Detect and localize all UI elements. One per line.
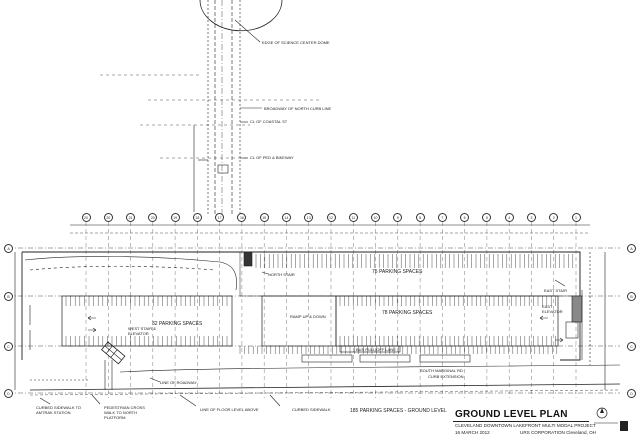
column-grid-bubble: 17 xyxy=(215,213,225,222)
column-grid-bubble: 19 xyxy=(170,213,180,222)
column-grid-bubble: 4 xyxy=(504,213,514,222)
column-grid-bubble: 14 xyxy=(281,213,291,222)
curbed-sidewalk-station-label: CURBED SIDEWALK TO AMTRAK STATION xyxy=(36,405,82,415)
column-grid-bubble: 20 xyxy=(103,213,113,222)
row-grid-bubble: B xyxy=(627,291,636,301)
parking-middle-label: 78 PARKING SPACES xyxy=(382,310,433,316)
row-grid-bubble: A xyxy=(4,243,13,253)
east-elevator-label: EAST ELEVATOR xyxy=(542,304,563,314)
north-stair-label: NORTH STAIR xyxy=(268,272,295,277)
north-curb-label: BROADWAY OF NORTH CURB LINE xyxy=(264,106,332,111)
firm-name: URS CORPORATION Cleveland, OH xyxy=(520,430,596,435)
column-grid-bubble: 20 xyxy=(81,213,91,222)
parking-left-label: 32 PARKING SPACES xyxy=(152,321,203,327)
dome-edge-label: EDGE OF SCIENCE CENTER DOME xyxy=(262,40,330,45)
column-grid-bubble: 6 xyxy=(460,213,470,222)
row-grid-bubble: C xyxy=(627,341,636,351)
drawing-date: 16 MARCH 2012 xyxy=(455,430,490,435)
column-grid-bubble: 16 xyxy=(237,213,247,222)
building-outline xyxy=(21,251,581,361)
column-grid-bubble: 7 xyxy=(437,213,447,222)
column-grid-bubble: 8 xyxy=(415,213,425,222)
row-grid-bubble: B xyxy=(4,291,13,301)
column-grid-bubble: 20 xyxy=(148,213,158,222)
row-grid-bubble: D xyxy=(627,388,636,398)
row-grid-bubble: D xyxy=(4,388,13,398)
column-grid-bubble: 1 xyxy=(571,213,581,222)
row-grid-bubble: A xyxy=(627,243,636,253)
curb-extension-label: CURB EXTENSION xyxy=(428,374,464,379)
west-stair-label: WEST STAIR & ELEVATOR xyxy=(128,326,156,336)
column-grid-bubble: 2 xyxy=(549,213,559,222)
parking-top-label: 75 PARKING SPACES xyxy=(372,269,423,275)
cl-ped-label: CL OF PED & BIKEWAY xyxy=(250,155,294,160)
south-marginal-label: SOUTH MARGINAL RD xyxy=(420,368,463,373)
column-grid-bubble: 9 xyxy=(393,213,403,222)
east-stair-label: EAST STAIR xyxy=(544,288,567,293)
column-grid-bubble: 18 xyxy=(192,213,202,222)
parking-total-label: 185 PARKING SPACES - GROUND LEVEL xyxy=(350,408,447,414)
project-subtitle: CLEVELAND DOWNTOWN LAKEFRONT MULTI MODAL… xyxy=(455,423,596,428)
bus-lane-label: BUS PULL OFF LANE xyxy=(356,347,396,352)
column-grid-bubble: 3 xyxy=(526,213,536,222)
title-underline xyxy=(453,421,589,422)
north-arrow-icon xyxy=(594,407,628,431)
ramp-label: RAMP UP & DOWN xyxy=(290,314,326,319)
column-grid-bubble: 15 xyxy=(259,213,269,222)
drawing-title: GROUND LEVEL PLAN xyxy=(455,409,568,420)
cl-street-label: CL OF COASTAL ST xyxy=(250,119,288,124)
row-grid-bubble: C xyxy=(4,341,13,351)
column-grid-bubble: 13 xyxy=(304,213,314,222)
column-grid-bubble: 10 xyxy=(371,213,381,222)
pedestrian-walk-label: PEDESTRIAN CROSS WALK TO NORTH PLATFORM xyxy=(104,405,145,420)
science-center-dome xyxy=(199,0,283,32)
column-grid-bubble: 11 xyxy=(348,213,358,222)
column-grid-bubble: 21 xyxy=(126,213,136,222)
column-grid-bubble: 5 xyxy=(482,213,492,222)
column-grid-bubble: 12 xyxy=(326,213,336,222)
line-roadway-label: LINE OF ROADWAY xyxy=(160,380,197,385)
line-floor-label: LINE OF FLOOR LEVEL ABOVE xyxy=(200,407,259,412)
curbed-sidewalk-label: CURBED SIDEWALK xyxy=(292,407,331,412)
